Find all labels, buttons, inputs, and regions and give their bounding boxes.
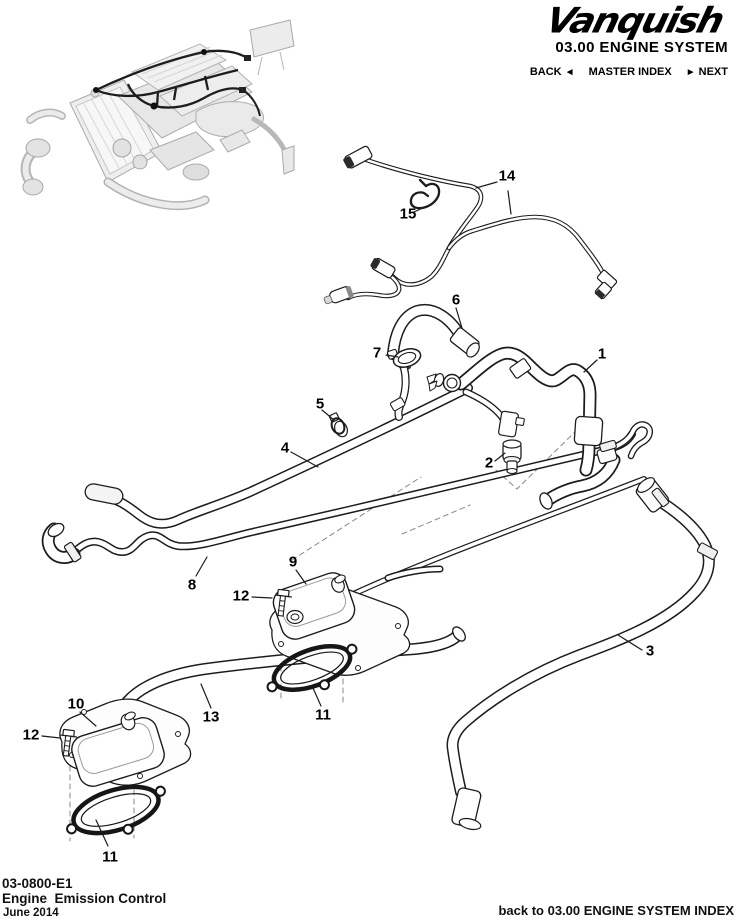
clip-15 bbox=[409, 178, 441, 210]
callout-2: 2 bbox=[484, 454, 494, 472]
doc-number: 03-0800-E1 bbox=[2, 876, 73, 891]
callout-leader-lines bbox=[41, 181, 643, 847]
clip-5 bbox=[328, 412, 349, 438]
callout-7: 7 bbox=[372, 344, 382, 362]
callout-13: 13 bbox=[202, 708, 220, 726]
tube-assembly-14 bbox=[323, 145, 618, 305]
separator-10 bbox=[59, 698, 192, 787]
next-label: NEXT bbox=[698, 66, 728, 78]
gasket-11-upper bbox=[266, 643, 358, 693]
back-label: BACK bbox=[529, 66, 562, 78]
callout-4: 4 bbox=[280, 439, 290, 457]
hose-8 bbox=[41, 430, 636, 564]
callout-9: 9 bbox=[288, 553, 298, 571]
doc-date: June 2014 bbox=[3, 907, 59, 919]
hose-1 bbox=[454, 346, 604, 477]
pipe-3-metal-section bbox=[342, 476, 647, 601]
callout-5: 5 bbox=[315, 395, 325, 413]
section-title: 03.00 ENGINE SYSTEM bbox=[555, 39, 728, 56]
callout-12-upper: 12 bbox=[232, 587, 250, 605]
bolt-12-lower bbox=[60, 728, 78, 757]
tee-fitting bbox=[426, 373, 462, 393]
doc-title: Engine Emission Control bbox=[2, 891, 167, 906]
callout-11-upper: 11 bbox=[315, 706, 331, 724]
callout-15: 15 bbox=[399, 205, 417, 223]
back-arrow-icon: ◄ bbox=[564, 67, 575, 78]
hose-6 bbox=[387, 303, 480, 360]
highlighted-emission-hoses bbox=[95, 49, 261, 117]
pipe-u-bend bbox=[608, 421, 654, 460]
hose-to-valve-2 bbox=[462, 388, 525, 438]
callout-12-lower: 12 bbox=[22, 726, 40, 744]
page-navigation: BACK ◄ MASTER INDEX ► NEXT bbox=[530, 66, 728, 78]
callout-14: 14 bbox=[498, 167, 516, 185]
next-arrow-icon: ► bbox=[685, 67, 696, 78]
hose-3 bbox=[446, 477, 719, 831]
bolt-12-upper bbox=[274, 588, 293, 617]
valve-2 bbox=[502, 439, 522, 475]
callout-11-lower: 11 bbox=[102, 848, 118, 866]
callout-1: 1 bbox=[597, 345, 607, 363]
callout-8: 8 bbox=[187, 576, 197, 594]
gasket-11-lower bbox=[66, 784, 166, 836]
callout-10: 10 bbox=[67, 695, 85, 713]
callout-6: 6 bbox=[451, 291, 461, 309]
tube-below-clamp-7 bbox=[389, 364, 411, 421]
hose-1-lower-elbow bbox=[539, 439, 621, 510]
callout-3: 3 bbox=[645, 642, 655, 660]
hose-4 bbox=[84, 383, 473, 529]
engine-overview-thumbnail bbox=[20, 19, 295, 210]
next-button[interactable]: ► NEXT bbox=[686, 66, 728, 78]
back-to-index-link[interactable]: back to 03.00 ENGINE SYSTEM INDEX bbox=[498, 903, 734, 918]
master-index-button[interactable]: MASTER INDEX bbox=[588, 66, 672, 78]
back-button[interactable]: BACK ◄ bbox=[530, 66, 575, 78]
